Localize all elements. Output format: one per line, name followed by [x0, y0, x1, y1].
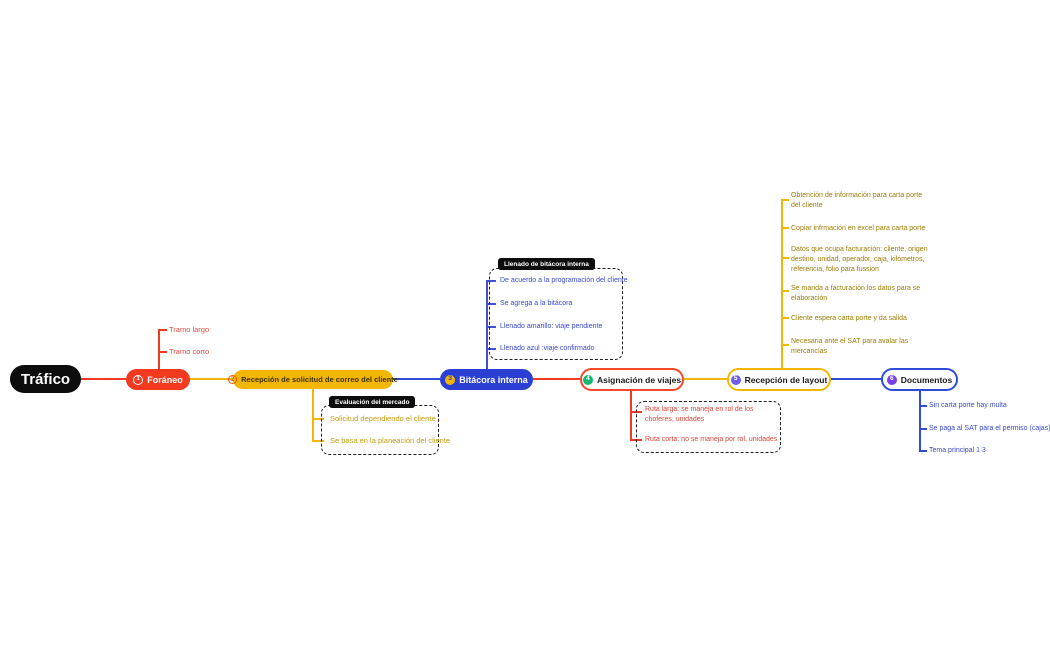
- topic-tramo-largo[interactable]: Tramo largo: [169, 325, 210, 334]
- topic-ruta-larga[interactable]: Ruta larga: se maneja en rol de los chof…: [645, 406, 754, 423]
- topic-se-basa-planeacion[interactable]: Se basa en la planeación del cliente: [330, 436, 451, 445]
- circled-5-icon: 5: [730, 374, 741, 385]
- recepcion-branch-line: [312, 389, 314, 442]
- topic-solicitud-dependiendo[interactable]: Solicitud dependiendo el cliente: [330, 414, 436, 423]
- topic-de-acuerdo-programacion[interactable]: De acuerdo a la programación del cliente: [500, 277, 628, 284]
- topic-tema-principal[interactable]: Tema principal 1 3: [929, 447, 986, 454]
- foraneo-child-tick: [158, 351, 167, 353]
- node-foraneo-label: Foráneo: [147, 374, 183, 385]
- documentos-child-tick: [919, 428, 927, 430]
- evaluacion-mercado-boundary: [321, 405, 439, 455]
- node-asignacion-viajes-label: Asignación de viajes: [596, 374, 682, 385]
- recepcion-child-tick: [312, 440, 324, 442]
- node-recepcion-layout-label: Recepción de layout: [744, 374, 828, 385]
- bitacora-child-tick: [486, 348, 496, 350]
- topic-se-agrega-bitacora[interactable]: Se agrega a la bitácora: [500, 300, 573, 307]
- node-recepcion-solicitud-label: Recepción de solicitud de correo del cli…: [241, 375, 398, 384]
- documentos-branch-line: [919, 391, 921, 451]
- layout-child-tick: [781, 227, 789, 229]
- node-foraneo[interactable]: 1 Foráneo: [126, 369, 190, 390]
- topic-ruta-corta[interactable]: Ruta corta: no se maneja por rol, unidad…: [645, 436, 778, 443]
- layout-child-tick: [781, 257, 789, 259]
- circled-2-icon: 2: [228, 375, 238, 384]
- circled-1-icon: 1: [133, 374, 144, 385]
- layout-child-tick: [781, 344, 789, 346]
- connector-foraneo-recepcion: [190, 378, 233, 380]
- bitacora-branch-line: [486, 280, 488, 369]
- bitacora-child-tick: [486, 280, 496, 282]
- layout-branch-line: [781, 199, 783, 368]
- node-asignacion-viajes[interactable]: 4 Asignación de viajes: [580, 368, 684, 391]
- asignacion-boundary: [636, 401, 781, 453]
- circled-4-icon: 4: [582, 374, 593, 385]
- documentos-child-tick: [919, 450, 927, 452]
- topic-tramo-corto[interactable]: Tramo corto: [169, 347, 210, 356]
- node-documentos-label: Documentos: [900, 374, 953, 385]
- topic-se-paga-sat[interactable]: Se paga al SAT para el permiso (cajas): [929, 425, 1050, 432]
- topic-llenado-azul[interactable]: Llenado azul :viaje confirmado: [500, 345, 595, 352]
- root-node-label: Tráfico: [20, 370, 71, 388]
- node-recepcion-layout[interactable]: 5 Recepción de layout: [727, 368, 831, 391]
- topic-sin-carta-porte[interactable]: Sin carta porte hay multa: [929, 402, 1007, 409]
- layout-child-tick: [781, 290, 789, 292]
- circled-3-icon: 3: [445, 374, 456, 385]
- documentos-child-tick: [919, 405, 927, 407]
- node-bitacora-interna-label: Bitácora interna: [459, 374, 528, 385]
- node-recepcion-solicitud[interactable]: 2 Recepción de solicitud de correo del c…: [228, 370, 398, 389]
- topic-cliente-espera[interactable]: Cliente espera carta porte y da salida: [791, 315, 907, 322]
- topic-datos-facturacion[interactable]: Datos que ocupa facturación: cliente, or…: [791, 246, 928, 273]
- foraneo-branch-line: [158, 329, 160, 369]
- connector-layout-documentos: [831, 378, 881, 380]
- connector-asignacion-layout: [684, 378, 727, 380]
- topic-copiar-informacion[interactable]: Copiar infrmación en excel para carta po…: [791, 225, 926, 232]
- bitacora-child-tick: [486, 326, 496, 328]
- node-documentos[interactable]: 6 Documentos: [881, 368, 958, 391]
- node-bitacora-interna[interactable]: 3 Bitácora interna: [440, 369, 533, 390]
- root-node-trafico[interactable]: Tráfico: [10, 365, 81, 393]
- layout-child-tick: [781, 317, 789, 319]
- topic-se-manda-facturacion[interactable]: Se manda a facturación los datos para se…: [791, 285, 921, 302]
- recepcion-child-tick: [312, 418, 324, 420]
- topic-llenado-amarillo[interactable]: Llenado amarillo: viaje pendiente: [500, 323, 603, 330]
- connector-bitacora-asignacion: [533, 378, 580, 380]
- llenado-bitacora-tag[interactable]: Llenado de bitácora interna: [498, 258, 595, 270]
- connector-root-foraneo: [81, 378, 126, 380]
- asignacion-branch-line: [630, 391, 632, 440]
- evaluacion-mercado-tag[interactable]: Evaluación del mercado: [329, 396, 416, 408]
- topic-necesaria-sat[interactable]: Necesaria ante el SAT para avalar las me…: [791, 338, 909, 355]
- foraneo-child-tick: [158, 329, 167, 331]
- bitacora-child-tick: [486, 303, 496, 305]
- connector-recepcion-bitacora: [393, 378, 440, 380]
- topic-obtencion-informacion[interactable]: Obtención de información para carta port…: [791, 192, 923, 209]
- layout-child-tick: [781, 199, 789, 201]
- circled-6-icon: 6: [886, 374, 897, 385]
